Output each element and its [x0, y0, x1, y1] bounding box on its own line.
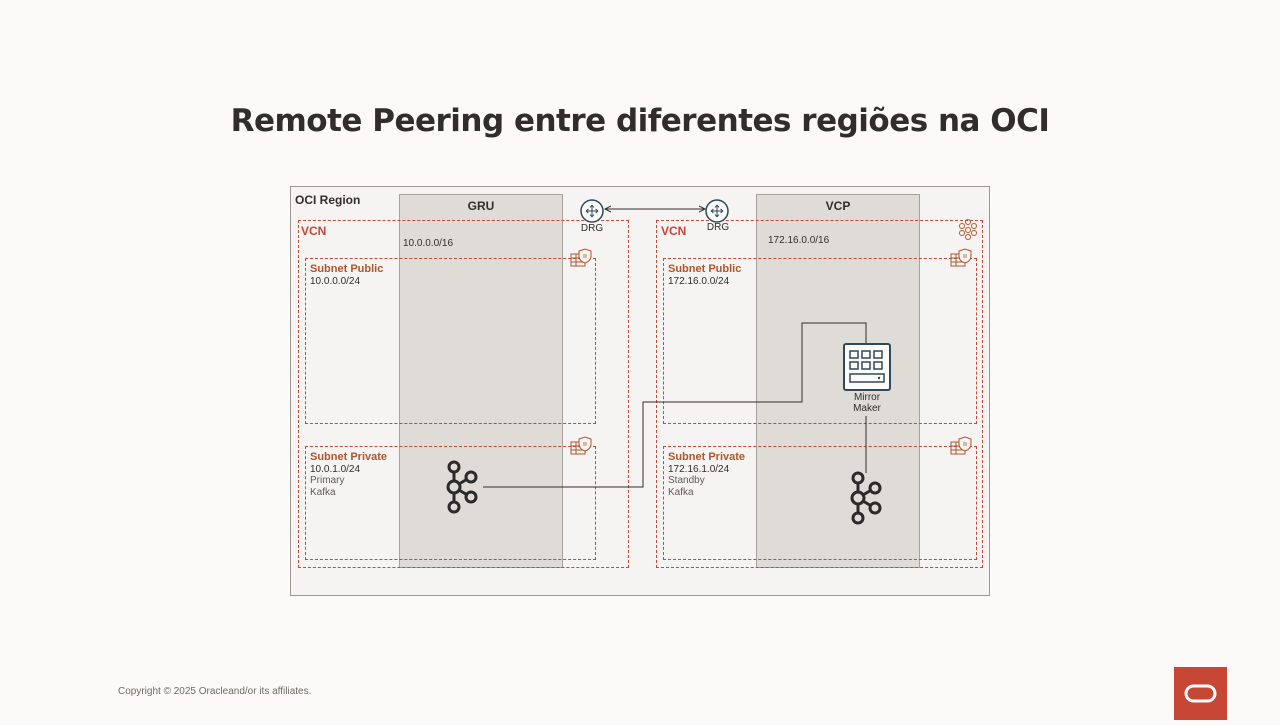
standby-label: Standby — [668, 475, 705, 486]
compute-instance-icon — [843, 343, 891, 391]
security-list-icon — [570, 436, 592, 455]
subnet-public-right-cidr: 172.16.0.0/24 — [668, 276, 730, 287]
drg-router-icon — [705, 199, 729, 223]
mirror-maker-label: Mirror Maker — [837, 392, 897, 414]
oci-region-label: OCI Region — [295, 193, 361, 207]
security-list-icon — [950, 436, 972, 455]
subnet-private-left-cidr: 10.0.1.0/24 — [310, 464, 361, 475]
security-list-icon — [950, 248, 972, 267]
network-icon — [959, 219, 977, 240]
ad-vcp-label: VCP — [825, 199, 851, 213]
kafka-icon — [446, 460, 478, 514]
ad-gru — [399, 194, 563, 568]
vcn-right-label: VCN — [661, 224, 687, 238]
replication-connector — [483, 322, 867, 488]
vcn-left — [298, 220, 629, 568]
mirror-maker-label-line2: Maker — [853, 403, 881, 414]
primary-label: Primary — [310, 475, 345, 486]
subnet-private-left-name: Subnet Private — [310, 451, 388, 463]
subnet-public-left — [305, 258, 596, 424]
mirror-maker-label-line1: Mirror — [853, 392, 881, 403]
copyright-text: Copyright © 2025 Oracleand/or its affili… — [118, 686, 312, 697]
kafka-right-label: Kafka — [668, 487, 694, 498]
subnet-public-left-cidr: 10.0.0.0/24 — [310, 276, 361, 287]
drg-left-label: DRG — [580, 223, 604, 234]
drg-router-icon — [580, 199, 604, 223]
drg-right-label: DRG — [706, 222, 730, 233]
oracle-logo-icon — [1184, 684, 1217, 703]
ad-gru-label: GRU — [467, 199, 495, 213]
subnet-private-right-name: Subnet Private — [668, 451, 746, 463]
subnet-public-right-name: Subnet Public — [668, 263, 742, 275]
oracle-logo — [1174, 667, 1227, 720]
subnet-public-right — [663, 258, 977, 424]
subnet-public-left-name: Subnet Public — [310, 263, 384, 275]
security-list-icon — [570, 248, 592, 267]
kafka-icon — [850, 471, 882, 525]
subnet-private-left — [305, 446, 596, 560]
subnet-private-right-cidr: 172.16.1.0/24 — [668, 464, 730, 475]
ad-vcp — [756, 194, 920, 568]
vcn-right-cidr: 172.16.0.0/16 — [768, 235, 830, 246]
vcn-left-cidr: 10.0.0.0/16 — [403, 238, 454, 249]
kafka-left-label: Kafka — [310, 487, 336, 498]
page-title: Remote Peering entre diferentes regiões … — [230, 103, 1050, 139]
vcn-right — [656, 220, 983, 568]
subnet-private-right — [663, 446, 977, 560]
vcn-left-label: VCN — [301, 224, 327, 238]
